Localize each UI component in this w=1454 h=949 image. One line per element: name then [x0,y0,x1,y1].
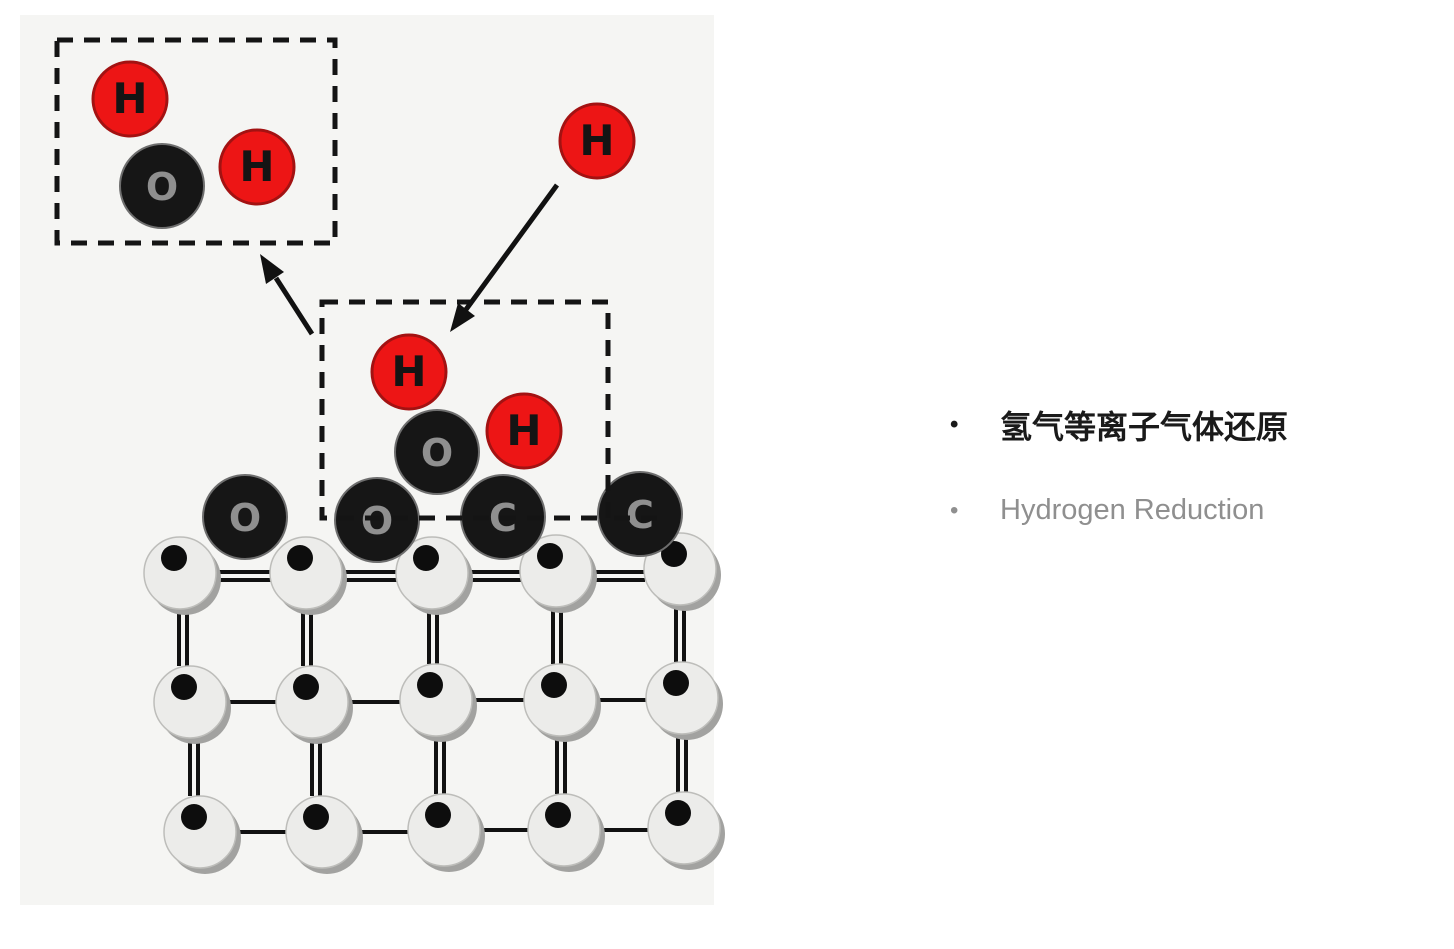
atom-label: O [229,496,261,540]
hydrogen-atom [91,60,169,138]
bullet-text-chinese: 氢气等离子气体还原 [1000,409,1289,445]
arrowhead [450,303,475,332]
molecular-diagram: H [20,15,726,905]
hydrogen-atom [485,392,563,470]
reaction-site-group: O [319,299,664,521]
free-hydrogen-atom [558,102,636,180]
hydrogen-atom [218,128,296,206]
atom-label: O [361,499,393,543]
water-product-group: O [54,37,338,246]
dashed-box-water-product [54,37,338,246]
arrowhead [260,254,284,284]
arrow-to-water-product [260,254,315,336]
atom-label: O [421,431,453,475]
molecular-diagram-panel: H [0,0,730,944]
atom-label: O [146,165,178,209]
arrow-hydrogen-incoming [450,183,560,332]
bullet-marker: • [950,496,959,524]
bullet-item-chinese: • 氢气等离子气体还原 [950,402,1420,448]
dashed-box-reaction-site [319,299,611,521]
surface-atom-row: O O C C [202,471,683,563]
bullet-item-english: • Hydrogen Reduction [950,494,1420,527]
bullet-list: • 氢气等离子气体还原 • Hydrogen Reduction [950,402,1420,527]
atom-label: C [626,493,654,537]
bullet-marker: • [950,411,959,438]
hydrogen-atom [370,333,448,411]
bullet-text-english: Hydrogen Reduction [1000,494,1265,526]
